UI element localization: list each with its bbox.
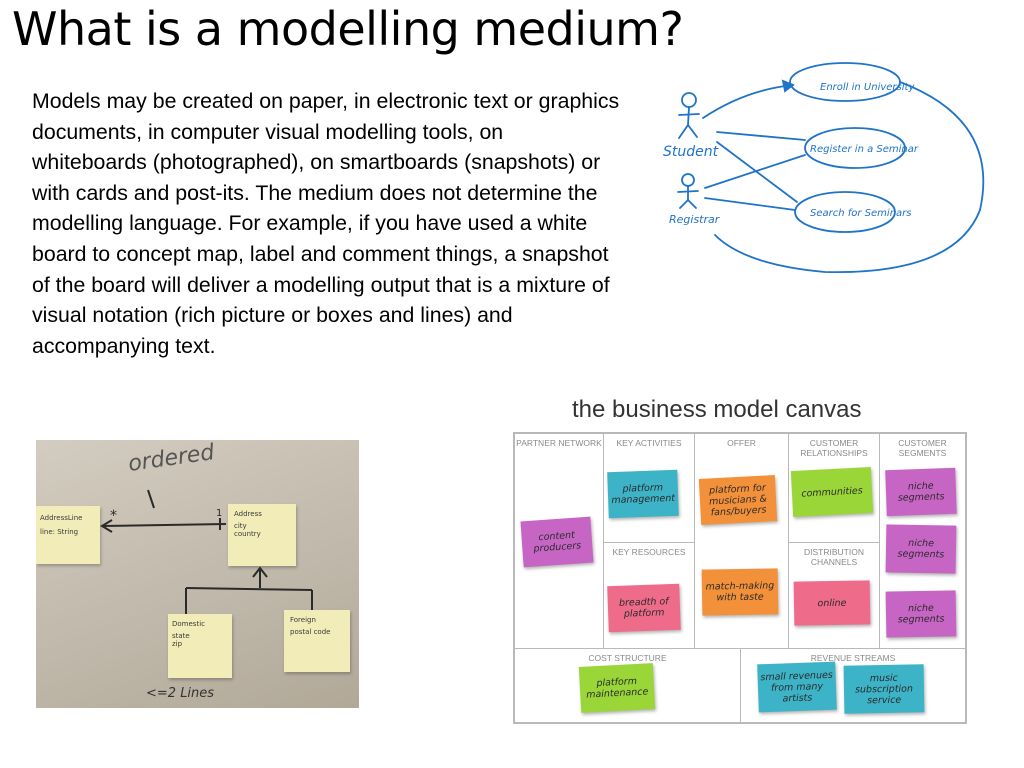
postit-domestic: Domestic state zip (168, 614, 232, 678)
photo-lines: * 1 (100, 489, 313, 614)
sticky-communities: communities (790, 466, 874, 518)
sticky-small-revenues: small revenues from many artists (757, 661, 837, 713)
whiteboard-photo: ordered AddressLine line: String Address… (36, 440, 359, 708)
registrar-actor-icon (677, 173, 699, 209)
cell-offer: OFFER (694, 433, 789, 649)
slide-body-text: Models may be created on paper, in elect… (32, 89, 620, 358)
use-case-register (804, 127, 906, 169)
postit-foreign: Foreign postal code (284, 610, 350, 672)
sticky-music-subscription: music subscription service (843, 664, 925, 714)
student-actor-icon (678, 92, 700, 139)
bmc-title: the business model canvas (572, 396, 862, 423)
sticky-niche-segments-2: niche segments (885, 524, 957, 574)
sticky-niche-segments-3: niche segments (885, 590, 957, 638)
sticky-online: online (793, 580, 871, 626)
actor-label-student: Student (663, 144, 719, 160)
uml-use-case-sketch: Student Registrar Enroll in University R… (663, 62, 985, 273)
sticky-content-producers: content producers (520, 516, 594, 568)
multiplicity-one: 1 (216, 508, 222, 519)
slide-title: What is a modelling medium? (12, 2, 684, 56)
postit-addressline: AddressLine line: String (36, 506, 100, 564)
sticky-breadth-of-platform: breadth of platform (607, 583, 681, 633)
multiplicity-star: * (110, 508, 117, 524)
use-case-label-search: Search for Seminars (810, 208, 912, 219)
cell-revenue-streams: REVENUE STREAMS (740, 648, 966, 723)
sticky-niche-segments-1: niche segments (885, 467, 957, 517)
business-model-canvas: PARTNER NETWORK KEY ACTIVITIES KEY RESOU… (513, 432, 967, 724)
sticky-platform-maintenance: platform maintenance (578, 663, 656, 713)
sticky-platform-management: platform management (607, 469, 679, 519)
postit-address: Address city country (228, 504, 296, 566)
sticky-platform-for-musicians: platform for musicians & fans/buyers (698, 475, 778, 525)
use-case-label-enroll: Enroll in University (820, 82, 915, 93)
use-case-search (794, 191, 896, 233)
annotation-lines: <=2 Lines (146, 686, 215, 701)
use-case-label-register: Register in a Seminar (810, 144, 919, 155)
sticky-match-making: match-making with taste (701, 568, 779, 616)
actor-label-registrar: Registrar (669, 213, 721, 226)
